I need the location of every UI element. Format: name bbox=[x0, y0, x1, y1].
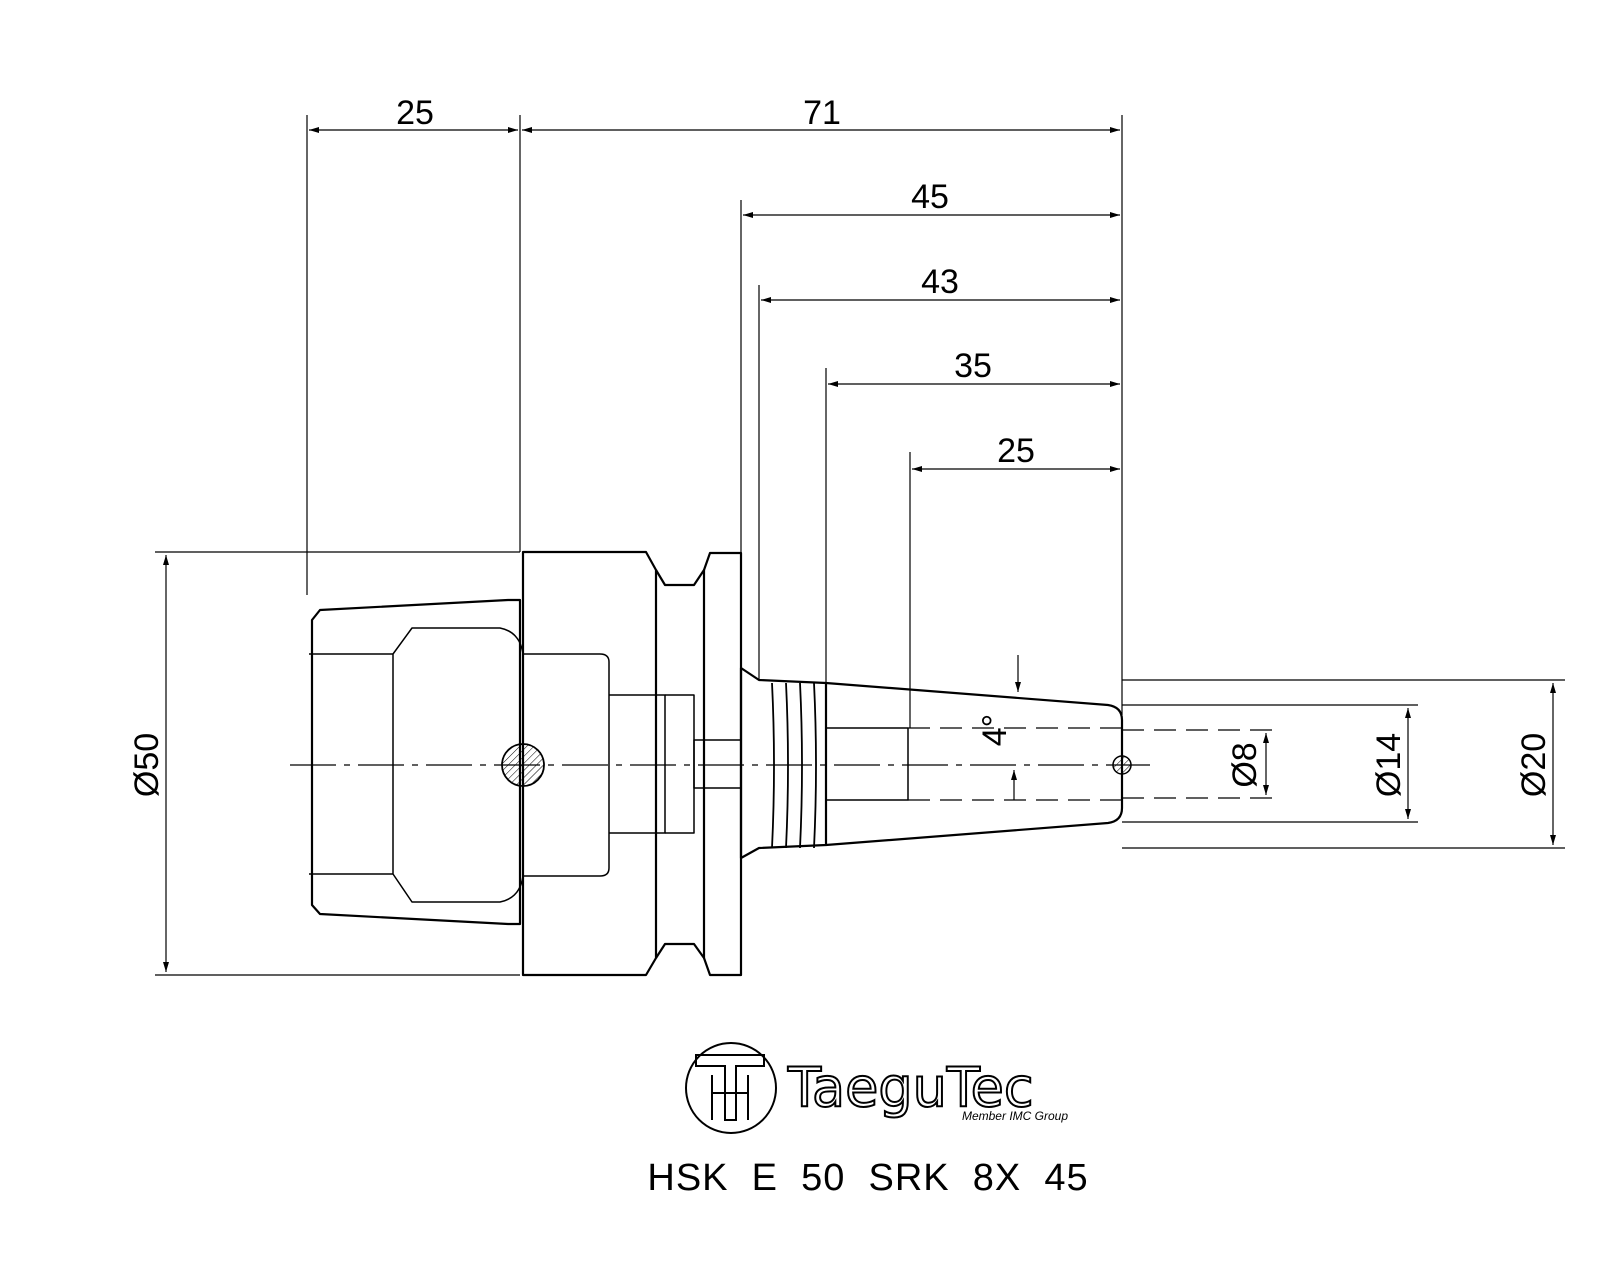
inner-bore bbox=[320, 627, 610, 903]
tool-holder-outline bbox=[309, 550, 1124, 977]
dimension-labels: 25 71 45 43 35 25 bbox=[396, 94, 1035, 470]
dim-label-angle: 4° bbox=[976, 714, 1014, 747]
logo-tagline: Member IMC Group bbox=[962, 1109, 1068, 1123]
dim-label-43: 43 bbox=[921, 263, 959, 301]
dim-label-35: 35 bbox=[954, 347, 992, 385]
collar-groove bbox=[655, 568, 706, 960]
dim-label-dia14: Ø14 bbox=[1370, 733, 1408, 797]
taegutec-logo: TaeguTec Member IMC Group bbox=[685, 1042, 1068, 1134]
part-number-caption: HSK E 50 SRK 8X 45 bbox=[647, 1157, 1088, 1199]
dim-label-25-top: 25 bbox=[396, 94, 434, 132]
collar-ring bbox=[702, 551, 743, 977]
tapered-shank bbox=[825, 681, 1124, 847]
dim-label-dia8: Ø8 bbox=[1226, 742, 1264, 787]
dim-label-71: 71 bbox=[803, 94, 841, 132]
logo-brand-text: TaeguTec bbox=[787, 1056, 1034, 1119]
diameter-labels: Ø50 Ø20 Ø14 Ø8 4° bbox=[128, 714, 1553, 797]
extension-lines bbox=[306, 115, 1123, 728]
threaded-section bbox=[739, 666, 828, 860]
dim-label-45: 45 bbox=[911, 178, 949, 216]
taegutec-emblem-icon bbox=[685, 1042, 777, 1134]
clamp-nut bbox=[310, 598, 522, 926]
dim-label-dia50: Ø50 bbox=[128, 733, 166, 797]
dim-label-25: 25 bbox=[997, 432, 1035, 470]
diameter-dimensions bbox=[155, 551, 1565, 976]
dimension-lines bbox=[309, 127, 1120, 472]
dim-label-dia20: Ø20 bbox=[1515, 733, 1553, 797]
